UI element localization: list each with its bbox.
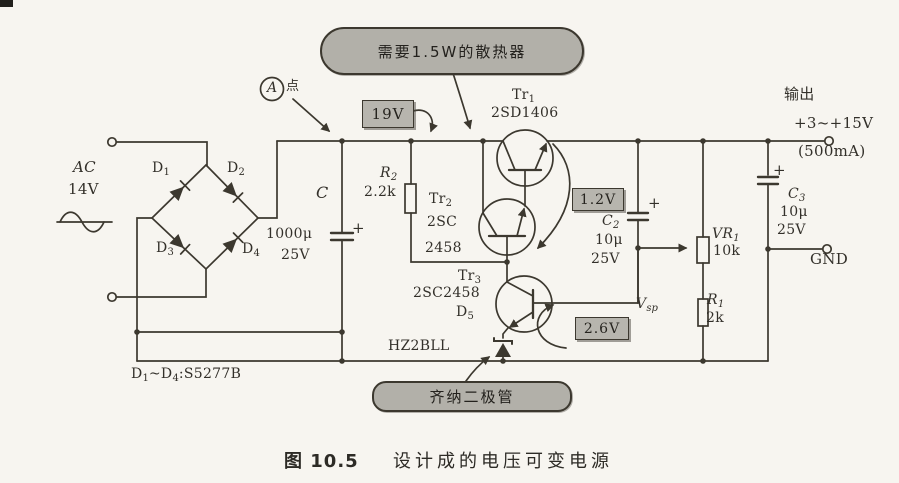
transistor-tr3 (495, 275, 553, 333)
cap-c3-plus: + (773, 161, 786, 179)
badge-19v-arrow (412, 109, 438, 133)
diode-d3-label: D3 (156, 240, 174, 258)
a-point-circle (259, 76, 285, 102)
resistor-r2-label: R2 (380, 165, 398, 183)
cap-c3-label: C3 (788, 186, 806, 204)
ac-source-symbol (56, 211, 113, 233)
potentiometer-vr1-body (696, 236, 710, 264)
scan-corner-mark (0, 0, 13, 7)
cap-c2-plus: + (648, 194, 661, 212)
cap-c-voltage: 25V (281, 247, 310, 263)
transistor-tr2 (478, 198, 536, 256)
tr3-part: 2SC2458 (413, 285, 480, 301)
cap-c3-voltage: 25V (777, 222, 806, 238)
resistor-r1-body (697, 298, 709, 327)
zener-callout: 齐纳二极管 (372, 381, 572, 412)
vr1-label: VR1 (712, 226, 740, 244)
diode-d1 (169, 180, 191, 201)
tr2-part-2: 2458 (425, 240, 462, 256)
cap-c3 (756, 175, 780, 186)
a-point-word: 点 (286, 79, 300, 94)
transistor-tr1 (496, 129, 554, 187)
figure-caption-number: 图 10.5 (284, 451, 359, 472)
cap-c-label: C (316, 183, 329, 202)
cap-c2 (626, 211, 650, 222)
cap-c-plus: + (352, 219, 365, 237)
zener-d5-label: D5 (456, 304, 474, 322)
resistor-r1-label: R1 (707, 292, 725, 310)
vsp-label: Vsp (636, 296, 658, 314)
heatsink-callout: 需要1.5W的散热器 (320, 27, 584, 75)
diode-d1-label: D1 (152, 160, 170, 178)
badge-12v-arc (536, 143, 571, 250)
diode-d4 (222, 232, 244, 253)
diode-d3 (169, 234, 191, 255)
badge-26v-arc (536, 303, 567, 349)
a-point-letter: A (267, 80, 278, 96)
cap-c2-voltage: 25V (591, 251, 620, 267)
diode-d2-label: D2 (227, 160, 245, 178)
output-terminal (823, 135, 835, 147)
cap-c3-value: 10μ (780, 204, 808, 220)
cap-c-value: 1000μ (266, 226, 313, 242)
gnd-terminal (821, 243, 833, 255)
voltage-badge-1-2v: 1.2V (572, 188, 624, 211)
cap-c2-value: 10μ (595, 232, 623, 248)
bridge-rectifier (169, 180, 244, 255)
filter-cap-c (329, 231, 355, 242)
output-current: (500mA) (798, 142, 866, 160)
bridge-part-note: D1~D4:S5277B (131, 366, 242, 384)
voltage-badge-2-6v: 2.6V (575, 317, 629, 340)
input-terminal-top (106, 136, 118, 148)
tr1-part: 2SD1406 (491, 105, 559, 121)
junction-dots (134, 138, 771, 364)
input-terminal-bottom (106, 291, 118, 303)
resistor-r2-body (404, 183, 417, 214)
ac-label: AC (73, 158, 96, 176)
voltage-badge-19v: 19V (362, 100, 414, 128)
output-label: 输出 (784, 85, 815, 103)
zener-callout-arrow (465, 356, 491, 382)
heatsink-callout-arrow (451, 69, 473, 130)
resistor-r2-value: 2.2k (364, 184, 396, 200)
ac-voltage: 14V (68, 180, 99, 198)
zener-d5 (493, 337, 513, 357)
zener-d5-part: HZ2BLL (388, 338, 450, 354)
resistor-r1-value: 2k (706, 310, 724, 326)
annotation-arrows (292, 69, 571, 382)
vr1-value: 10k (713, 243, 741, 259)
cap-c2-label: C2 (602, 213, 620, 231)
tr1-label: Tr1 (512, 87, 536, 105)
figure-caption-title: 设计成的电压可变电源 (393, 451, 613, 472)
output-range: +3~+15V (794, 114, 874, 132)
wires (115, 140, 825, 362)
a-point-arrow (292, 98, 331, 132)
gnd-label: GND (810, 250, 849, 268)
tr2-part-1: 2SC (427, 214, 458, 230)
diode-d2 (222, 182, 244, 203)
diode-d4-label: D4 (242, 241, 260, 259)
tr3-label: Tr3 (458, 268, 482, 286)
tr2-label: Tr2 (429, 191, 453, 209)
